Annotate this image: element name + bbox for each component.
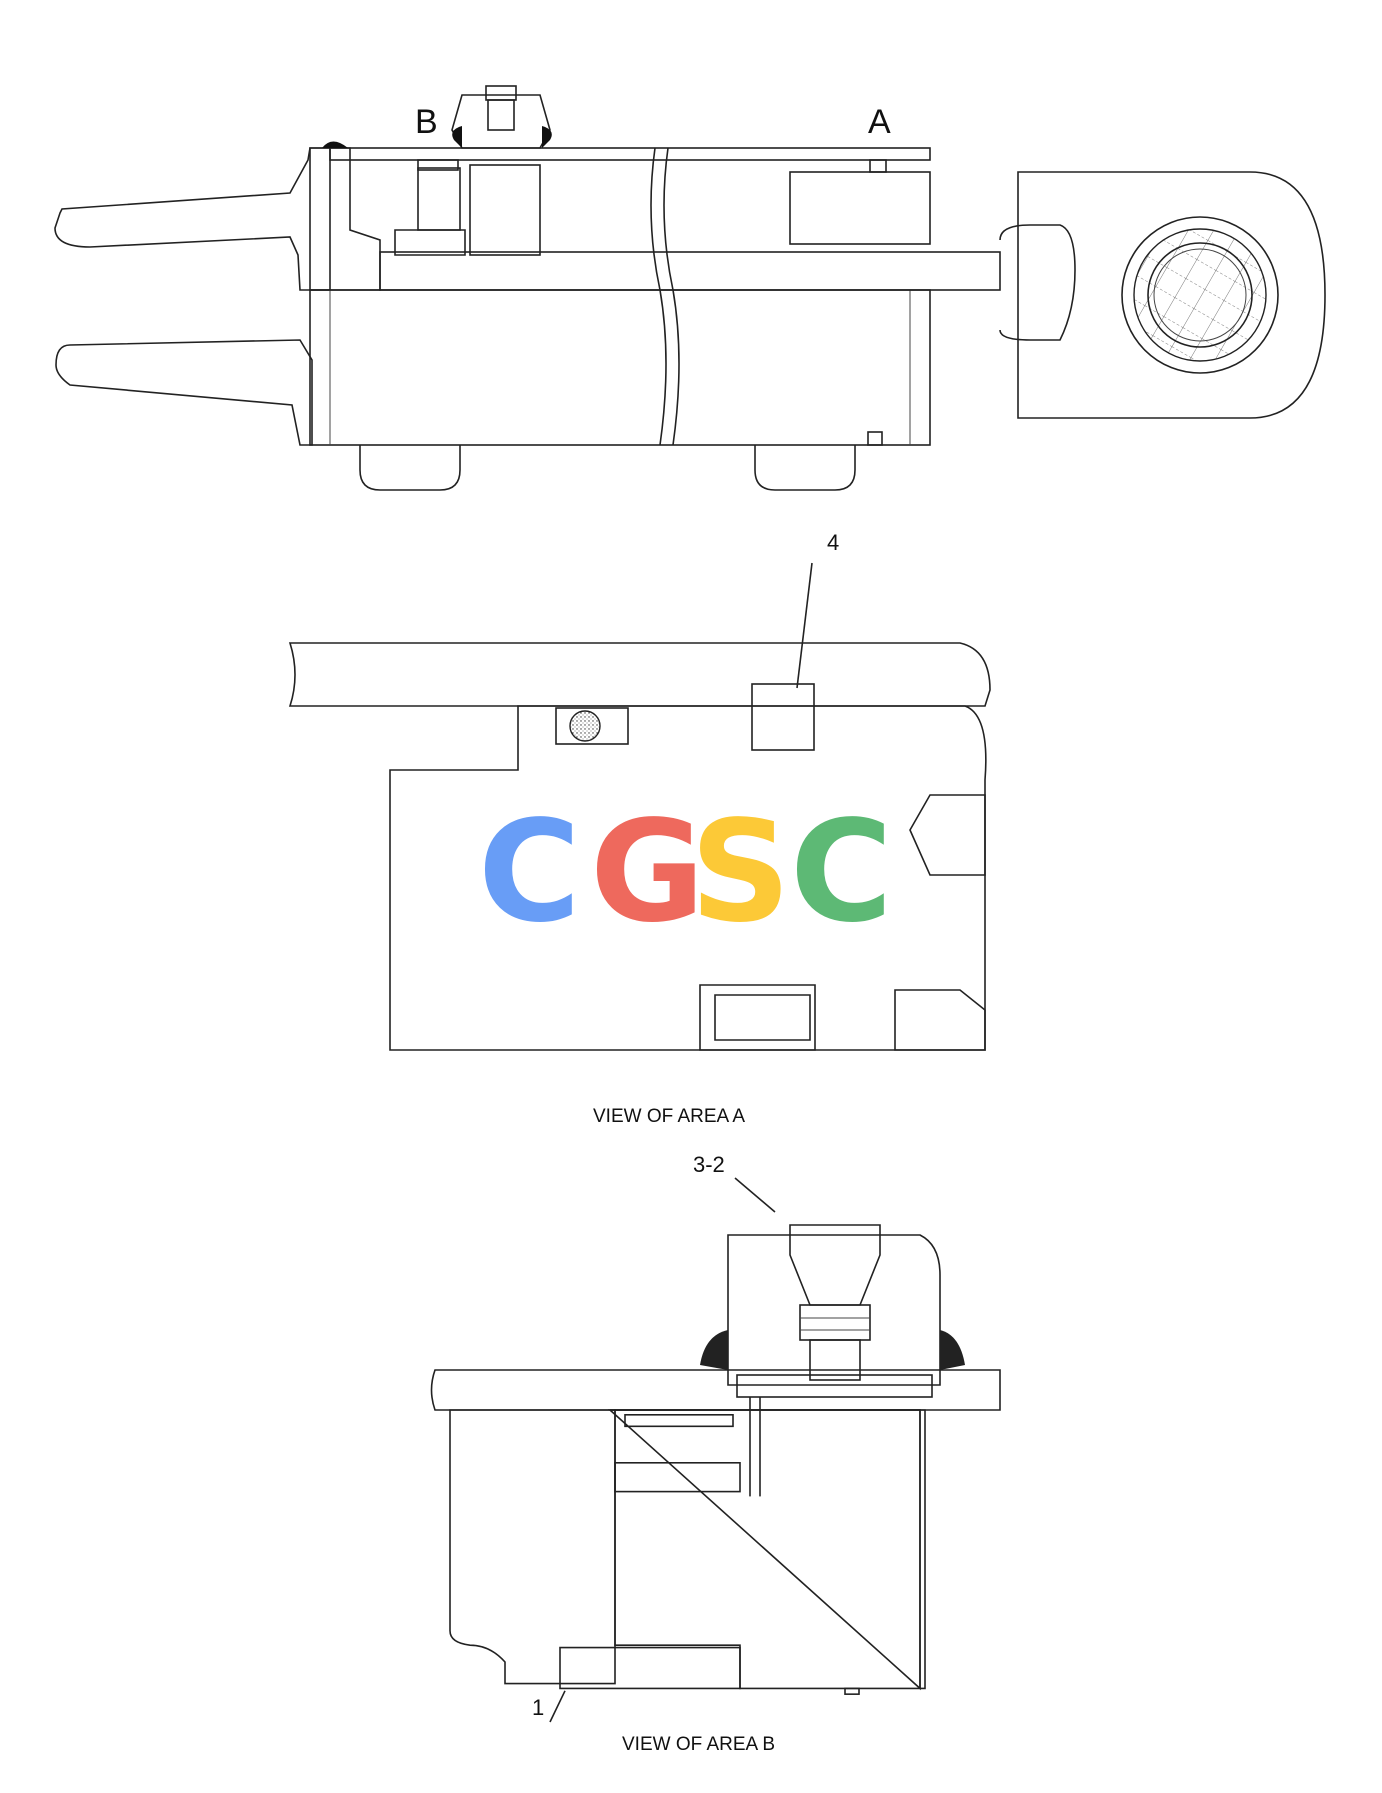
o-ring xyxy=(569,710,601,742)
piston-rod xyxy=(379,251,1001,291)
cylinder-main-view: B A xyxy=(54,85,1326,491)
piston-a xyxy=(789,171,931,245)
caption-view-a: VIEW OF AREA A xyxy=(593,1106,745,1127)
barrel-wall-b xyxy=(430,1369,1001,1411)
wiper-seal-detail xyxy=(894,989,986,1051)
o-ring-groove xyxy=(555,707,629,745)
valve-block-b xyxy=(727,1234,941,1386)
watermark-letter: S xyxy=(690,791,791,954)
port-valve-b xyxy=(451,94,551,149)
mount-foot-left xyxy=(359,445,461,491)
leader-1 xyxy=(549,1690,566,1723)
leader-3-2 xyxy=(734,1177,776,1213)
weld-head xyxy=(322,141,348,148)
label-area-a: A xyxy=(868,103,891,141)
break-line-2 xyxy=(663,147,680,446)
head-gland xyxy=(417,167,461,231)
leader-4 xyxy=(796,562,813,689)
view-area-a: 4 VIEW OF AREA A xyxy=(288,530,991,1127)
barrel-wall xyxy=(329,147,931,161)
weld-b-left xyxy=(452,126,462,148)
caption-view-b: VIEW OF AREA B xyxy=(622,1734,775,1755)
weld-left-b xyxy=(700,1330,728,1370)
clevis-lower-prong xyxy=(55,339,313,446)
rod-eye-neck xyxy=(999,224,1076,341)
plug-3-2 xyxy=(789,1224,881,1306)
callout-4: 4 xyxy=(827,530,839,555)
label-area-b: B xyxy=(415,103,438,141)
gland-body-b xyxy=(614,1409,926,1690)
head-part-1 xyxy=(559,1646,741,1690)
weld-b-right xyxy=(542,126,552,148)
mount-foot-right xyxy=(754,445,856,491)
cgsc-watermark: C G S C xyxy=(478,791,893,954)
clevis-upper-prong xyxy=(54,147,331,291)
barrel-lower xyxy=(309,289,931,446)
view-area-b: 3-2 1 VIEW OF AREA B xyxy=(430,1152,1001,1755)
wear-ring-b xyxy=(624,1414,734,1428)
watermark-letter: C xyxy=(478,791,581,954)
head-cavity-b xyxy=(449,1409,616,1685)
rod-seal-detail xyxy=(714,994,811,1041)
weld-right-b xyxy=(940,1330,965,1370)
break-line-1 xyxy=(650,147,667,446)
piston-body-detail xyxy=(389,705,987,1051)
rod-eye xyxy=(1017,171,1326,419)
watermark-letter: C xyxy=(790,791,893,954)
seal-ring-4 xyxy=(751,683,815,751)
callout-1: 1 xyxy=(532,1695,544,1720)
piston-head-b xyxy=(469,164,541,256)
head-end-cap xyxy=(309,147,381,291)
barrel-wall-detail xyxy=(288,642,991,707)
watermark-letter: G xyxy=(590,791,705,954)
rod-eye-bore xyxy=(1121,216,1279,374)
recess-right xyxy=(909,794,986,876)
callout-3-2: 3-2 xyxy=(693,1152,725,1177)
